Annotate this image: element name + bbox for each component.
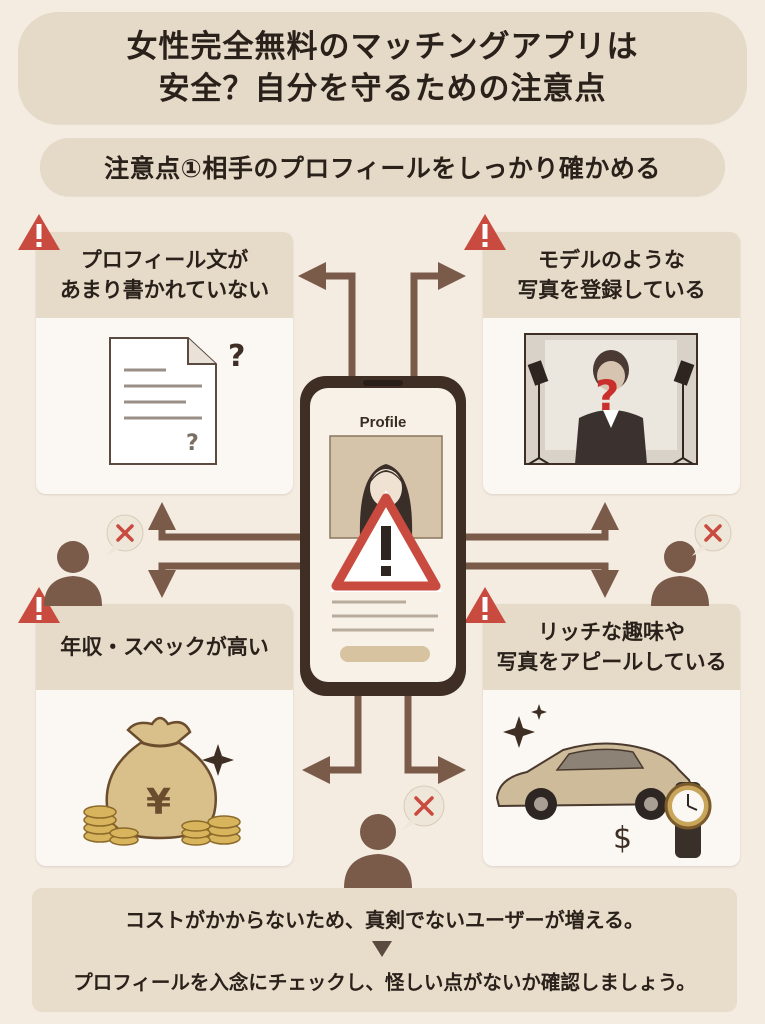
cross-bubble-icon [692, 514, 732, 556]
arrow-mid-left-up [148, 502, 300, 541]
person-icon [651, 541, 709, 606]
card-header: リッチな趣味や 写真をアピールしている [483, 604, 740, 690]
cross-bubble-icon [402, 785, 445, 830]
card-label-line-1: リッチな趣味や [538, 620, 685, 644]
document-icon: ? ? [109, 337, 245, 465]
card-label-line-1: プロフィール文が [80, 248, 249, 272]
phone-mockup: Profile [300, 376, 466, 696]
point-heading: 注意点①相手のプロフィールをしっかり確かめる [104, 154, 661, 183]
down-arrow-icon [372, 941, 392, 957]
cross-bubble-icon [106, 514, 144, 556]
card-illustration: $ [483, 690, 740, 866]
card-label-line-2: あまり書かれていない [59, 278, 270, 302]
warning-icon [464, 214, 506, 250]
warning-icon [18, 214, 60, 250]
card-label-line-2: 写真を登録している [517, 278, 706, 302]
question-mark-icon: ? [595, 371, 619, 420]
person-icon [344, 814, 412, 888]
profile-photo-icon [329, 435, 443, 662]
card-illustration: ¥ [36, 690, 293, 866]
wristwatch-icon [664, 782, 712, 858]
studio-photo-icon: ? [524, 333, 698, 465]
phone-screen: Profile [310, 388, 456, 682]
dollar-icon: $ [613, 821, 632, 856]
summary-line-1: コストがかからないため、真剣でないユーザーが増える。 [125, 908, 644, 932]
warning-icon [18, 587, 60, 623]
coin-stack-icon [181, 815, 241, 846]
card-header: モデルのような 写真を登録している [483, 232, 740, 318]
coin-stack-icon [83, 805, 139, 846]
card-header: プロフィール文が あまり書かれていない [36, 232, 293, 318]
summary-line-2: プロフィールを入念にチェックし、怪しい点がないか確認しましょう。 [73, 971, 696, 994]
arrow-bottom-left [302, 696, 362, 784]
card-profile-text-sparse: プロフィール文が あまり書かれていない ? ? [36, 232, 293, 494]
card-header: 年収・スペックが高い [36, 604, 293, 690]
card-illustration: ? ? [36, 318, 293, 494]
title-line-1: 女性完全無料のマッチングアプリは [126, 29, 639, 65]
arrow-top-left [298, 262, 356, 384]
card-illustration: ? [483, 318, 740, 494]
arrow-mid-left-down [148, 562, 300, 598]
arrow-bottom-right [404, 696, 466, 784]
title-line-2: 安全？自分を守るための注意点 [158, 71, 607, 107]
question-mark-icon: ? [228, 339, 245, 374]
arrow-top-right [410, 262, 466, 384]
summary-box: コストがかからないため、真剣でないユーザーが増える。 プロフィールを入念にチェッ… [32, 888, 737, 1012]
question-mark-icon: ? [186, 431, 199, 456]
sports-car-icon: $ [495, 704, 712, 858]
card-rich-hobbies: リッチな趣味や 写真をアピールしている [483, 604, 740, 866]
person-icon [44, 541, 102, 606]
money-bag-icon: ¥ [83, 716, 241, 846]
warning-icon [330, 490, 442, 592]
phone-notch [363, 380, 403, 386]
card-label-line-2: 写真をアピールしている [496, 650, 727, 674]
card-high-income-specs: 年収・スペックが高い ¥ [36, 604, 293, 866]
title-banner: 女性完全無料のマッチングアプリは 安全？自分を守るための注意点 [18, 12, 747, 124]
yen-icon: ¥ [146, 782, 171, 823]
profile-screen-title: Profile [359, 414, 407, 431]
card-model-like-photo: モデルのような 写真を登録している [483, 232, 740, 494]
arrow-mid-right-up [466, 502, 619, 541]
card-label-line-1: モデルのような [538, 248, 685, 272]
arrow-mid-right-down [466, 562, 619, 598]
card-label-line-1: 年収・スペックが高い [60, 635, 269, 659]
point-heading-banner: 注意点①相手のプロフィールをしっかり確かめる [40, 138, 725, 196]
warning-icon [464, 587, 506, 623]
